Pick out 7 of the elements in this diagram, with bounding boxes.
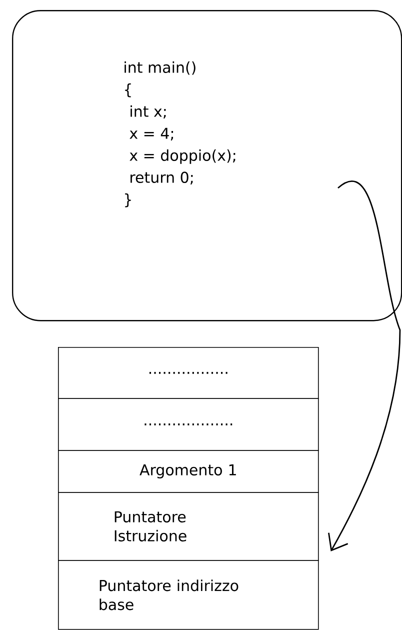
stack-cell: ...................	[58, 398, 319, 451]
stack-cell: Puntatore Istruzione	[58, 492, 319, 561]
stack-cell: Puntatore indirizzo base	[58, 560, 319, 630]
code-box: int main() { int x; x = 4; x = doppio(x); return 0; }	[12, 10, 402, 322]
arrow	[328, 181, 401, 552]
stack-cell: .................	[58, 347, 319, 399]
stack-cell: Argomento 1	[58, 450, 319, 493]
